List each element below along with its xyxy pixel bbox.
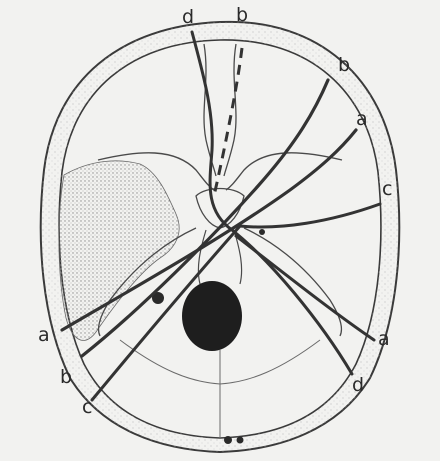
label-b-left: b [60,368,72,387]
shaded-temporal-region [59,161,179,341]
posterior-fossa-contour [120,340,320,438]
occipital-foramen-2 [237,437,244,444]
label-a-right-lower: a [378,330,390,349]
label-a-right-upper: a [356,110,368,129]
label-a-left: a [38,326,50,345]
right-small-foramen [259,229,265,235]
foramen-magnum [182,281,242,351]
label-b-right: b [338,56,350,75]
fracture-line-b-dashed [214,48,242,196]
label-c-right: c [382,180,392,199]
occipital-foramen-1 [224,436,232,444]
fracture-line-a-right [236,236,374,340]
label-d-right: d [352,376,364,395]
label-d-top: d [182,8,194,27]
label-b-top: b [236,6,248,25]
label-c-left: c [82,398,92,417]
petrous-ridge-right [244,228,342,336]
